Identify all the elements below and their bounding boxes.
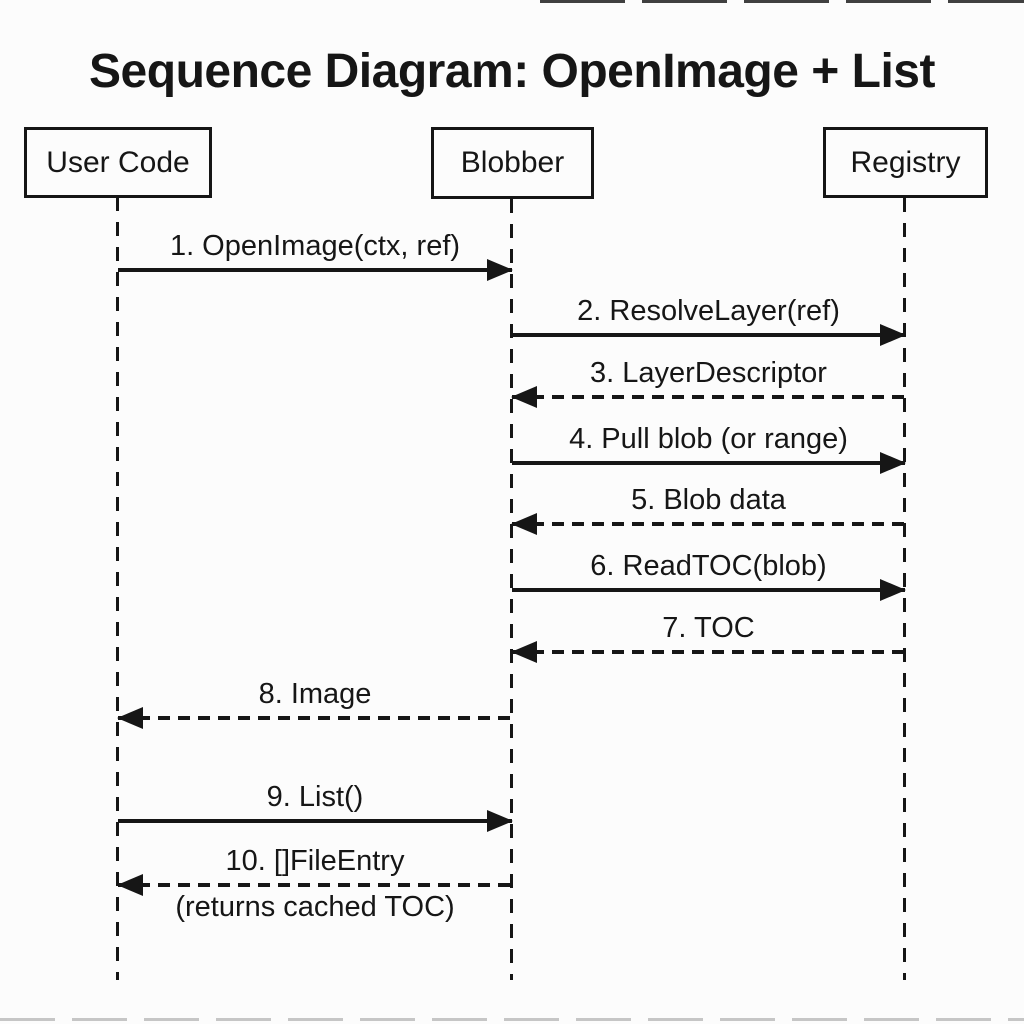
lifeline-user-code (116, 197, 119, 980)
actor-label-blobber: Blobber (460, 146, 565, 179)
message-9-label: 9. List() (266, 781, 364, 813)
message-2-label: 2. ResolveLayer(ref) (577, 295, 840, 327)
message-5-line (511, 513, 905, 535)
message-7: 7. TOC (511, 612, 905, 663)
message-8-line (117, 707, 512, 729)
arrowhead-right-icon (487, 259, 513, 281)
message-3-label: 3. LayerDescriptor (590, 357, 827, 389)
message-10-label: 10. []FileEntry (225, 845, 405, 877)
message-10-line (117, 874, 512, 896)
message-5-label: 5. Blob data (631, 484, 786, 516)
message-1: 1. OpenImage(ctx, ref) (118, 230, 513, 281)
message-5: 5. Blob data (511, 484, 905, 535)
message-1-line (118, 259, 513, 281)
arrowhead-left-icon (117, 874, 143, 896)
message-6-label: 6. ReadTOC(blob) (590, 550, 827, 582)
actor-box-user-code: User Code (24, 127, 212, 198)
message-6: 6. ReadTOC(blob) (512, 550, 906, 601)
message-9-line (118, 810, 513, 832)
actor-label-user-code: User Code (46, 145, 190, 179)
arrowhead-right-icon (487, 810, 513, 832)
message-8: 8. Image (117, 678, 512, 729)
message-2: 2. ResolveLayer(ref) (512, 295, 906, 346)
message-10: 10. []FileEntry (returns cached TOC) (117, 845, 512, 925)
message-7-label: 7. TOC (662, 612, 755, 644)
arrowhead-right-icon (880, 452, 906, 474)
actor-box-registry: Registry (823, 127, 988, 198)
message-8-label: 8. Image (258, 678, 372, 710)
diagram-title: Sequence Diagram: OpenImage + List (89, 45, 935, 98)
bottom-edge-artifact (0, 1018, 1024, 1021)
message-2-line (512, 324, 906, 346)
message-4-line (512, 452, 906, 474)
message-3-line (511, 386, 905, 408)
actor-box-blobber: Blobber (431, 127, 594, 199)
arrowhead-left-icon (511, 641, 537, 663)
message-6-line (512, 579, 906, 601)
arrowhead-right-icon (880, 579, 906, 601)
message-10-note: (returns cached TOC) (175, 891, 455, 923)
message-7-line (511, 641, 905, 663)
message-1-label: 1. OpenImage(ctx, ref) (169, 230, 461, 262)
message-9: 9. List() (118, 781, 513, 832)
arrowhead-left-icon (511, 513, 537, 535)
arrowhead-left-icon (117, 707, 143, 729)
arrowhead-left-icon (511, 386, 537, 408)
arrowhead-right-icon (880, 324, 906, 346)
actor-label-registry: Registry (850, 145, 961, 179)
message-4: 4. Pull blob (or range) (512, 423, 906, 474)
message-4-label: 4. Pull blob (or range) (569, 423, 848, 455)
lifeline-blobber (510, 199, 513, 980)
top-edge-artifact (540, 0, 1024, 3)
message-3: 3. LayerDescriptor (511, 357, 905, 408)
